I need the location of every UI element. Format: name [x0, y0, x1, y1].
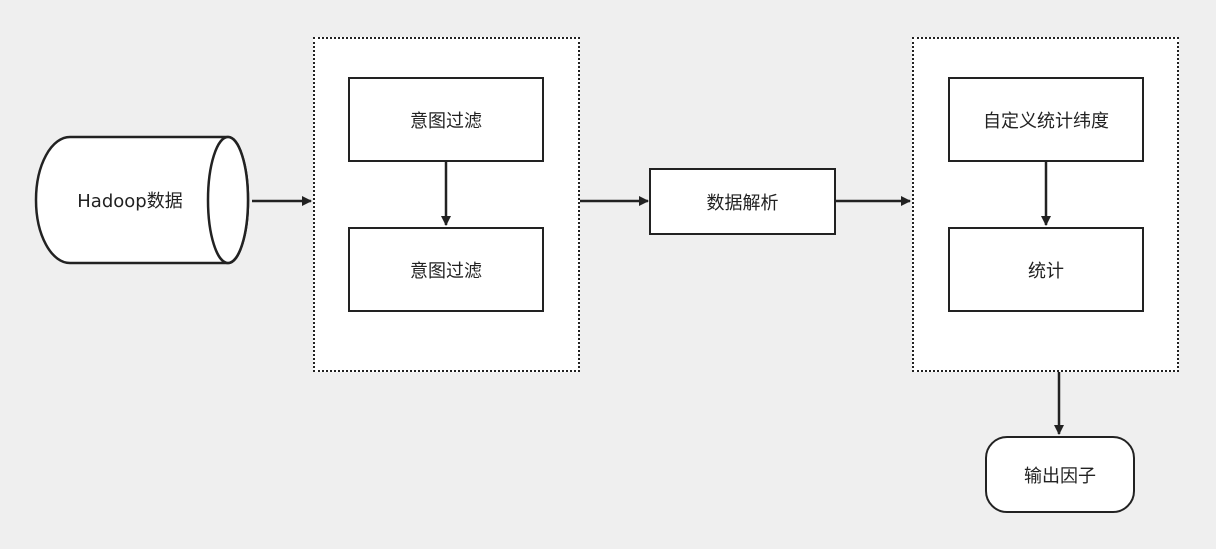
hadoop-data-cylinder: [34, 135, 250, 265]
intent-filter-node-1: 意图过滤: [348, 77, 544, 162]
statistics-node: 统计: [948, 227, 1144, 312]
data-parse-node: 数据解析: [649, 168, 836, 235]
output-factor-node: 输出因子: [985, 436, 1135, 513]
custom-stat-dimension-node: 自定义统计纬度: [948, 77, 1144, 162]
intent-filter-node-2: 意图过滤: [348, 227, 544, 312]
hadoop-data-label: Hadoop数据: [77, 191, 183, 212]
